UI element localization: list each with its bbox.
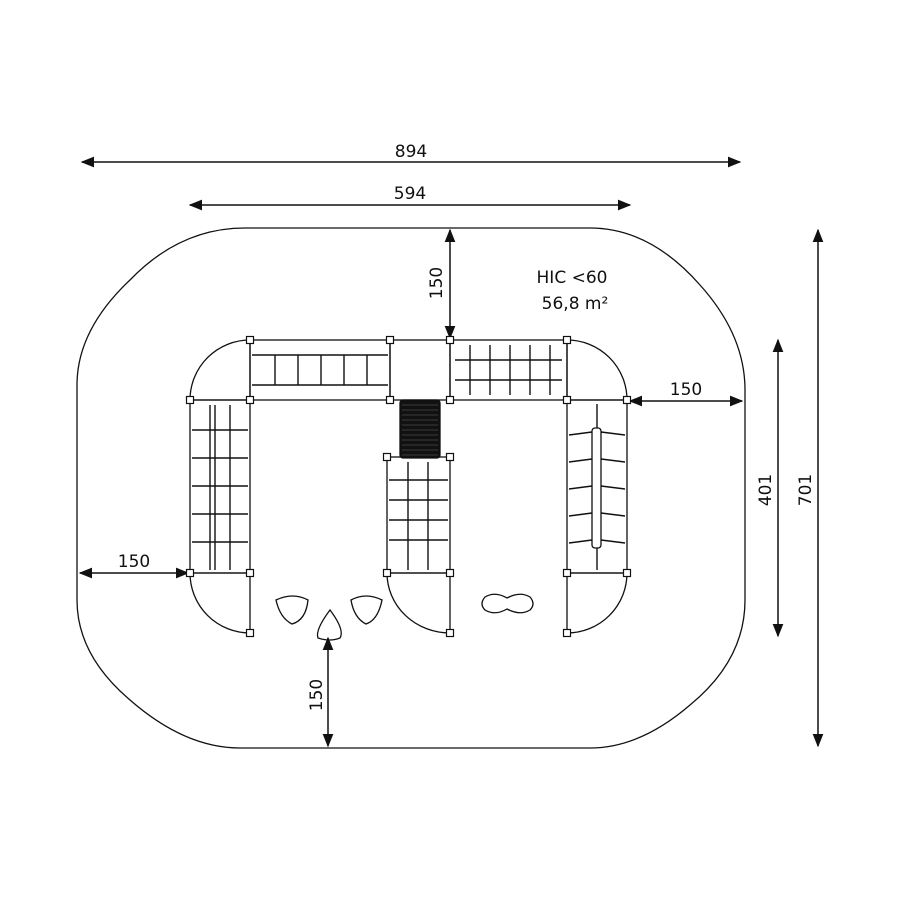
svg-text:150: 150 (670, 380, 702, 400)
post (445, 395, 455, 405)
plank-right (591, 427, 602, 549)
svg-text:150: 150 (118, 552, 150, 572)
structure-rungs (192, 345, 626, 570)
post (385, 395, 395, 405)
platform-bottom-middle (386, 572, 451, 634)
svg-text:150: 150 (427, 267, 447, 299)
post (445, 452, 455, 462)
dimension-structure-width: 594 (188, 184, 632, 211)
center-platform (389, 339, 451, 401)
post (622, 568, 632, 578)
net-left (189, 399, 251, 574)
dimension-left-clearance: 150 (78, 552, 190, 579)
post (622, 395, 632, 405)
rope-rung (568, 458, 593, 463)
rope-rung (568, 539, 593, 544)
net-bridge-top (449, 339, 568, 401)
platform-bottom-left (189, 572, 251, 634)
dimension-total-depth: 701 (796, 228, 824, 748)
dimension-structure-depth: 401 (756, 338, 784, 638)
post (245, 395, 255, 405)
dimension-right-clearance: 150 (628, 380, 744, 407)
area-label: 56,8 m² (542, 294, 609, 314)
post (245, 568, 255, 578)
rope-rung (600, 431, 626, 436)
svg-text:894: 894 (395, 142, 427, 162)
black-climbing-ladder (399, 399, 441, 459)
svg-text:701: 701 (796, 474, 816, 506)
post (245, 335, 255, 345)
stepping-stone-bone (481, 593, 534, 614)
post (385, 335, 395, 345)
stepping-stone (275, 595, 309, 625)
hic-label: HIC <60 (537, 268, 608, 288)
svg-text:594: 594 (394, 184, 426, 204)
post (245, 628, 255, 638)
dimension-top-clearance: 150 (427, 228, 456, 340)
post (382, 568, 392, 578)
rope-rung (600, 485, 626, 490)
post (185, 395, 195, 405)
platform-top-left (189, 339, 251, 401)
rope-rung (568, 485, 593, 490)
net-middle (386, 456, 451, 574)
rope-rung (600, 458, 626, 463)
post (562, 628, 572, 638)
stepping-stone (350, 595, 383, 625)
rope-rung (568, 512, 593, 517)
post (445, 628, 455, 638)
platform-top-right (566, 339, 628, 401)
post (562, 335, 572, 345)
post (562, 395, 572, 405)
safety-area-outline (76, 227, 746, 749)
rope-bridge-right (566, 399, 628, 574)
svg-text:401: 401 (756, 474, 776, 506)
platform-bottom-right (566, 572, 628, 634)
stepping-stone (316, 608, 342, 641)
rope-rung (568, 431, 593, 436)
post (382, 452, 392, 462)
ladder-bridge (249, 339, 391, 401)
post (562, 568, 572, 578)
dimension-bottom-clearance: 150 (307, 636, 334, 748)
post (445, 568, 455, 578)
rope-rung (600, 512, 626, 517)
rope-rung (600, 539, 626, 544)
dimension-total-width: 894 (80, 142, 742, 168)
play-structure (189, 339, 628, 641)
post (185, 568, 195, 578)
structure-posts (185, 335, 632, 638)
post (445, 335, 455, 345)
svg-text:150: 150 (307, 679, 327, 711)
